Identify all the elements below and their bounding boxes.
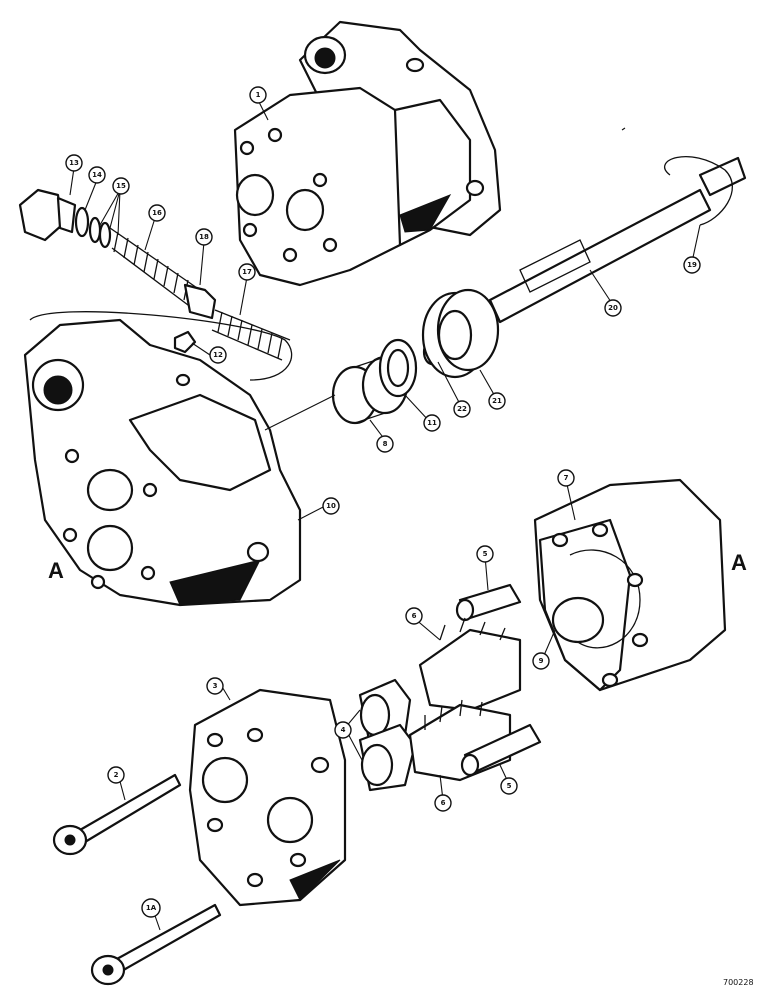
o-ring-14 <box>74 206 90 238</box>
callout-14: 14 <box>88 166 106 184</box>
gear-housing-7 <box>533 478 727 692</box>
front-body-housing <box>23 311 302 607</box>
callout-8-upper: 8 <box>376 435 394 453</box>
callout-3: 3 <box>206 677 224 695</box>
svg-text:2: 2 <box>114 771 119 779</box>
svg-text:21: 21 <box>492 397 502 405</box>
svg-text:7: 7 <box>564 474 569 482</box>
relief-poppet-18 <box>183 283 217 320</box>
callout-15: 15 <box>112 177 130 195</box>
svg-text:16: 16 <box>152 209 162 217</box>
callout-1a: 1A <box>141 898 161 918</box>
callout-12: 12 <box>209 346 227 364</box>
callout-10: 10 <box>322 497 340 515</box>
callout-1: 1 <box>249 86 267 104</box>
svg-text:5: 5 <box>483 550 488 558</box>
callout-22: 22 <box>453 400 471 418</box>
callout-4: 4 <box>334 721 352 739</box>
svg-text:5: 5 <box>507 782 512 790</box>
seal-11 <box>378 338 418 398</box>
callout-6-upper: 6 <box>405 607 423 625</box>
relief-spring-16 <box>109 227 201 309</box>
relief-valve-plug <box>18 188 77 242</box>
svg-text:18: 18 <box>199 233 209 241</box>
callout-5-lower: 5 <box>500 777 518 795</box>
svg-text:3: 3 <box>213 682 218 690</box>
svg-text:15: 15 <box>116 182 126 190</box>
rear-pump-housing <box>233 20 502 287</box>
callout-20: 20 <box>604 299 622 317</box>
dowel-pin-5-upper <box>455 583 522 622</box>
callout-21: 21 <box>488 392 506 410</box>
callout-16: 16 <box>148 204 166 222</box>
cap-screw-2 <box>52 773 182 856</box>
callout-19: 19 <box>683 256 701 274</box>
callout-13: 13 <box>65 154 83 172</box>
section-marker-left: A <box>48 558 64 583</box>
svg-text:4: 4 <box>341 726 346 734</box>
callout-11: 11 <box>423 414 441 432</box>
svg-text:22: 22 <box>457 405 467 413</box>
svg-text:13: 13 <box>69 159 79 167</box>
svg-text:1A: 1A <box>146 904 157 912</box>
svg-text:20: 20 <box>608 304 618 312</box>
svg-text:12: 12 <box>213 351 223 359</box>
section-marker-right: A <box>731 550 747 575</box>
relief-spring-17 <box>211 309 291 361</box>
svg-text:6: 6 <box>412 612 417 620</box>
svg-text:14: 14 <box>92 171 102 179</box>
reference-number: 700228 <box>723 978 754 987</box>
cap-screw-1a <box>90 903 222 986</box>
svg-text:10: 10 <box>326 502 336 510</box>
seal-rings-15 <box>88 216 112 249</box>
callout-9: 9 <box>532 652 550 670</box>
svg-text:17: 17 <box>242 268 252 276</box>
svg-text:1: 1 <box>256 91 261 99</box>
ball-bearing-21 <box>421 288 500 379</box>
svg-text:19: 19 <box>687 261 697 269</box>
callout-5-upper: 5 <box>476 545 494 563</box>
callout-7: 7 <box>557 469 575 487</box>
retaining-ring-19 <box>664 156 733 226</box>
plug-12 <box>173 330 197 354</box>
svg-text:8: 8 <box>383 440 388 448</box>
callout-17: 17 <box>238 263 256 281</box>
callout-18: 18 <box>195 228 213 246</box>
front-cover-3 <box>188 688 347 907</box>
svg-text:6: 6 <box>441 799 446 807</box>
svg-text:11: 11 <box>427 419 437 427</box>
drive-shaft-20 <box>488 156 747 324</box>
drive-gear-6-upper <box>418 617 522 712</box>
svg-text:9: 9 <box>539 657 544 665</box>
dowel-pin-5-lower <box>460 723 542 777</box>
bushing-4-lower <box>358 723 417 792</box>
callout-2: 2 <box>107 766 125 784</box>
callout-6-lower: 6 <box>434 794 452 812</box>
